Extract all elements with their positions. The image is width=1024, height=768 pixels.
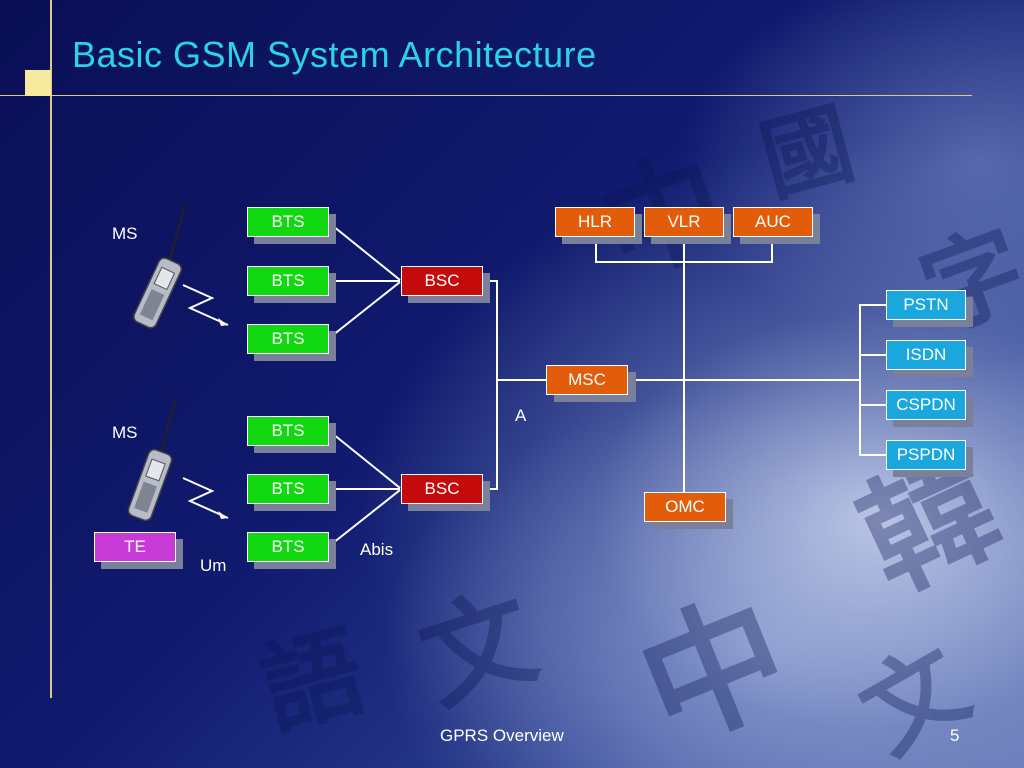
mobile-phone-icon bbox=[133, 204, 186, 329]
bts-box: BTS bbox=[247, 532, 329, 562]
network-bracket bbox=[859, 304, 886, 456]
bts-box: BTS bbox=[247, 324, 329, 354]
connector-bts6-bsc2 bbox=[327, 489, 401, 548]
msc-box: MSC bbox=[546, 365, 628, 395]
interface-a-label: A bbox=[515, 406, 527, 425]
interface-um-label: Um bbox=[200, 556, 227, 575]
bts-box: BTS bbox=[247, 416, 329, 446]
auc-box: AUC bbox=[733, 207, 813, 237]
radio-link-icon bbox=[182, 477, 229, 519]
bts-box: BTS bbox=[247, 207, 329, 237]
pspdn-box: PSPDN bbox=[886, 440, 966, 470]
cspdn-box: CSPDN bbox=[886, 390, 966, 420]
ms-bottom-label: MS bbox=[112, 423, 138, 442]
hlr-box: HLR bbox=[555, 207, 635, 237]
left-vertical-rule bbox=[50, 0, 52, 698]
omc-box: OMC bbox=[644, 492, 726, 522]
radio-link-icon bbox=[182, 284, 229, 326]
radio-link-arrowhead bbox=[218, 511, 228, 519]
footer-title: GPRS Overview bbox=[440, 726, 564, 745]
isdn-box: ISDN bbox=[886, 340, 966, 370]
connector-bsc1-msc bbox=[482, 280, 546, 381]
connector-bsc2-msc bbox=[482, 380, 498, 490]
bts-box: BTS bbox=[247, 266, 329, 296]
mobile-phone-icon bbox=[127, 397, 177, 522]
connector-bts3-bsc1 bbox=[327, 281, 401, 340]
vlr-box: VLR bbox=[644, 207, 724, 237]
connector-bts4-bsc2 bbox=[327, 429, 401, 489]
bsc-box: BSC bbox=[401, 266, 483, 296]
bsc-box: BSC bbox=[401, 474, 483, 504]
connector-bts1-bsc1 bbox=[327, 221, 401, 281]
pstn-box: PSTN bbox=[886, 290, 966, 320]
title-underline-rule bbox=[0, 95, 972, 96]
bts-box: BTS bbox=[247, 474, 329, 504]
page-number: 5 bbox=[950, 726, 960, 745]
accent-square bbox=[25, 70, 51, 96]
ms-top-label: MS bbox=[112, 224, 138, 243]
radio-link-arrowhead bbox=[218, 318, 228, 326]
interface-abis-label: Abis bbox=[360, 540, 394, 559]
page-title: Basic GSM System Architecture bbox=[72, 34, 597, 75]
te-box: TE bbox=[94, 532, 176, 562]
